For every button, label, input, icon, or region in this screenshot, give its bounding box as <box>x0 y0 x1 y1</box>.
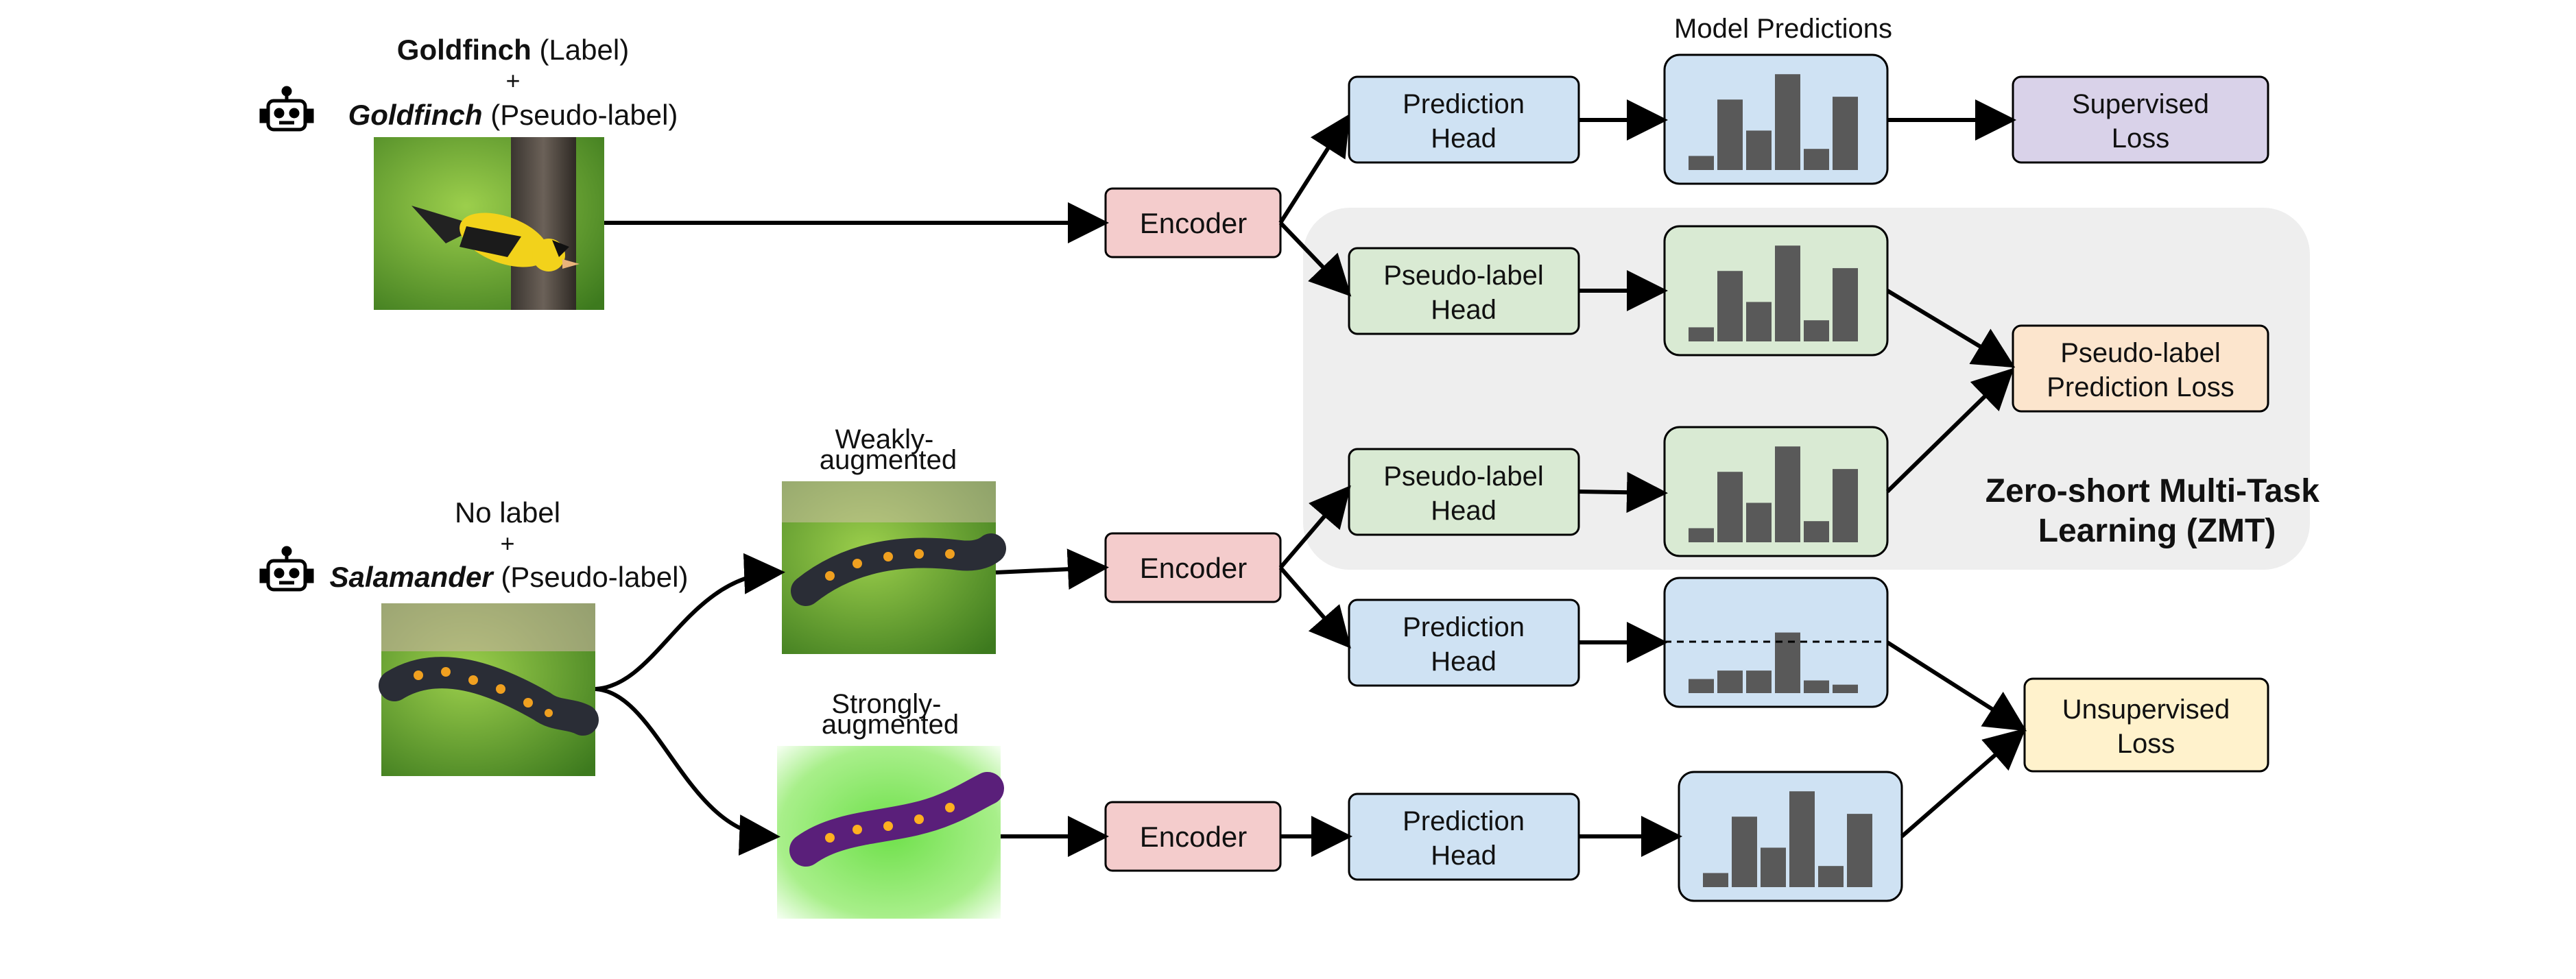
histogram-bars <box>1689 74 1858 170</box>
goldfinch-image <box>374 137 604 310</box>
histogram-bar <box>1847 814 1872 887</box>
histogram-bar <box>1732 817 1757 887</box>
histogram-bar <box>1703 873 1728 887</box>
connection-arrows <box>595 99 2027 857</box>
svg-text:Encoder: Encoder <box>1140 207 1247 239</box>
histogram-bar <box>1789 791 1815 887</box>
histogram-bar <box>1833 684 1858 693</box>
histogram-bar <box>1689 156 1714 170</box>
encoder-box-top: Encoder <box>1104 187 1282 258</box>
histogram-bar <box>1804 149 1829 170</box>
histogram-bar <box>1689 327 1714 341</box>
histogram-bar <box>1775 74 1800 170</box>
histogram-bar <box>1717 271 1743 341</box>
histogram-bar <box>1804 521 1829 542</box>
histogram-bar <box>1717 670 1743 693</box>
weakly-augmented-image <box>782 481 1006 654</box>
no-label-text: No label <box>455 496 560 529</box>
histogram-bar <box>1833 97 1858 170</box>
plus-sign: + <box>505 67 520 95</box>
weakly-augmented-label: Weakly- augmented <box>820 424 957 475</box>
histogram-bar <box>1761 847 1786 887</box>
histogram-bar <box>1833 268 1858 341</box>
histogram-bar <box>1746 670 1772 693</box>
salamander-pseudo-label-line: Salamander (Pseudo-label) <box>330 561 689 593</box>
histogram-bar <box>1833 469 1858 542</box>
strongly-augmented-label: Strongly- augmented <box>822 689 959 740</box>
histogram-bar <box>1804 680 1829 693</box>
strongly-augmented-image <box>777 746 1004 919</box>
model-predictions-title: Model Predictions <box>1674 14 1892 44</box>
pseudo-label-histogram-2 <box>1663 426 1889 557</box>
histogram-bar <box>1818 866 1844 887</box>
prediction-histogram-1 <box>1663 53 1889 185</box>
svg-text:Encoder: Encoder <box>1140 821 1247 853</box>
histogram-bars <box>1703 791 1872 887</box>
svg-text:Encoder: Encoder <box>1140 552 1247 584</box>
histogram-bar <box>1689 679 1714 693</box>
histogram-bar <box>1689 528 1714 542</box>
histogram-bar <box>1717 472 1743 542</box>
prediction-histogram-3 <box>1678 771 1903 902</box>
histogram-bar <box>1775 446 1800 542</box>
histogram-bar <box>1746 130 1772 170</box>
salamander-image <box>379 603 599 776</box>
histogram-bar <box>1775 245 1800 341</box>
histogram-bars <box>1689 245 1858 341</box>
goldfinch-label-line: Goldfinch (Label) <box>397 34 629 66</box>
goldfinch-pseudo-label-line: Goldfinch (Pseudo-label) <box>348 99 678 131</box>
encoder-box-bottom: Encoder <box>1104 801 1282 872</box>
histogram-bar <box>1746 503 1772 542</box>
histogram-bars <box>1689 446 1858 542</box>
robot-icon <box>259 546 314 592</box>
prediction-histogram-2 <box>1663 577 1889 708</box>
histogram-bar <box>1746 302 1772 341</box>
zmt-label: Zero-short Multi-Task Learning (ZMT) <box>1985 473 2328 549</box>
plus-sign: + <box>500 529 514 557</box>
encoder-box-middle: Encoder <box>1104 532 1282 603</box>
robot-icon <box>259 86 314 132</box>
histogram-bar <box>1717 99 1743 170</box>
histogram-bar <box>1804 320 1829 341</box>
pseudo-label-histogram-1 <box>1663 225 1889 356</box>
